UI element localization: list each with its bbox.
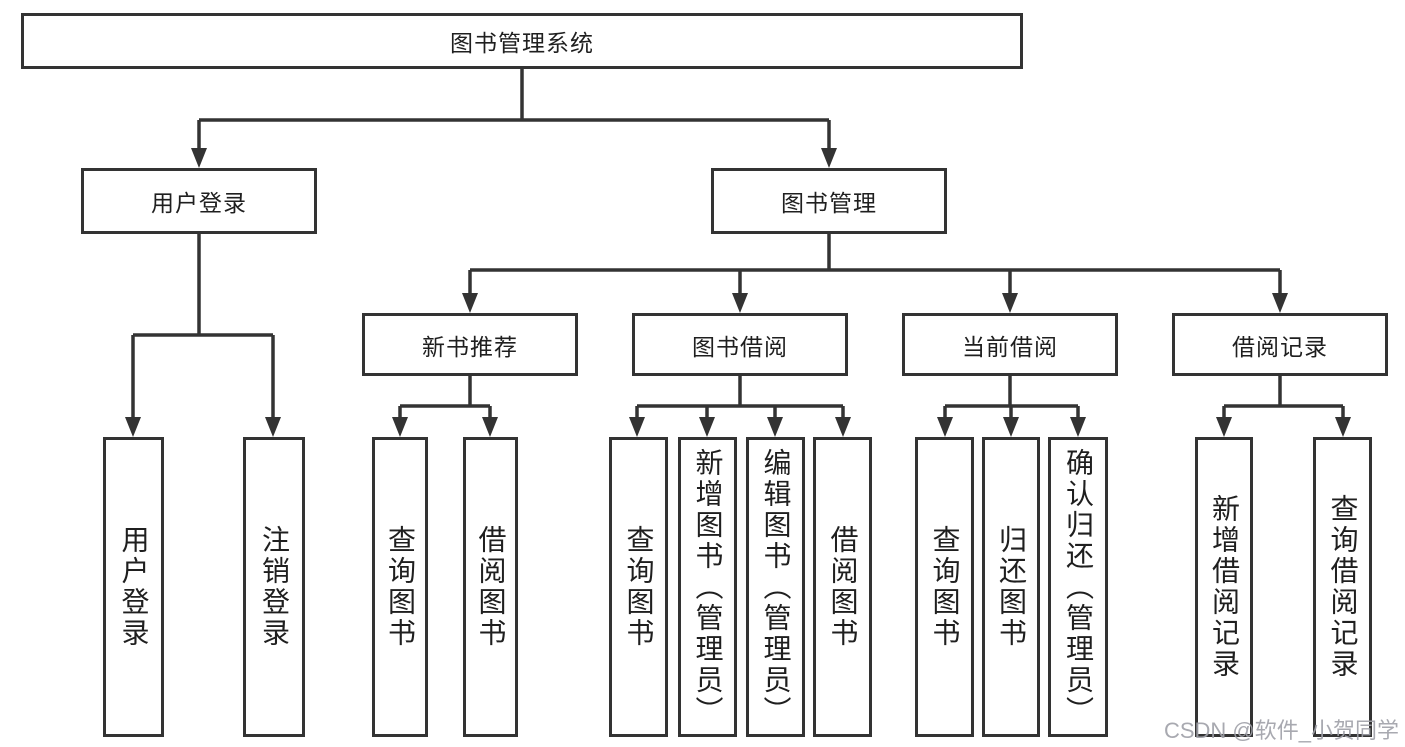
leaf-query-book-borrow: 查询图书 bbox=[609, 437, 668, 737]
leaf-borrow-book-recommend: 借阅图书 bbox=[463, 437, 518, 737]
node-borrow-records: 借阅记录 bbox=[1172, 313, 1388, 376]
edge-root-split bbox=[197, 69, 831, 150]
edge-bookborrow-split bbox=[635, 376, 845, 419]
node-book-management: 图书管理 bbox=[711, 168, 947, 234]
watermark-text: CSDN @软件_小贺同学 bbox=[1163, 718, 1399, 743]
node-label: 用户登录 bbox=[151, 190, 247, 216]
leaf-user-login: 用户登录 bbox=[103, 437, 164, 737]
leaf-add-borrow-record: 新增借阅记录 bbox=[1195, 437, 1253, 737]
node-book-borrow: 图书借阅 bbox=[632, 313, 848, 376]
node-label: 注销登录 bbox=[259, 525, 290, 649]
node-label: 图书管理 bbox=[781, 190, 877, 216]
leaf-logout: 注销登录 bbox=[243, 437, 305, 737]
leaf-query-borrow-record: 查询借阅记录 bbox=[1313, 437, 1372, 737]
node-label: 借阅图书 bbox=[827, 525, 859, 649]
leaf-edit-book-admin: 编辑图书（管理员） bbox=[746, 437, 805, 737]
node-label: 编辑图书（管理员） bbox=[760, 447, 792, 727]
node-label: 新书推荐 bbox=[422, 333, 518, 360]
leaf-query-book-current: 查询图书 bbox=[915, 437, 974, 737]
edge-newbook-split bbox=[398, 376, 492, 419]
node-label: 图书管理系统 bbox=[450, 30, 594, 56]
node-label: 当前借阅 bbox=[962, 333, 1058, 360]
node-user-login: 用户登录 bbox=[81, 168, 317, 234]
node-current-borrow: 当前借阅 bbox=[902, 313, 1118, 376]
edge-records-split bbox=[1222, 376, 1345, 419]
leaf-query-book-recommend: 查询图书 bbox=[372, 437, 428, 737]
node-label: 查询图书 bbox=[385, 525, 416, 649]
node-label: 查询图书 bbox=[929, 525, 961, 649]
node-label: 确认归还（管理员） bbox=[1063, 447, 1094, 727]
node-label: 查询图书 bbox=[623, 525, 655, 649]
leaf-add-book-admin: 新增图书（管理员） bbox=[678, 437, 737, 737]
edge-currentborrow-split bbox=[943, 376, 1080, 419]
node-new-book-recommend: 新书推荐 bbox=[362, 313, 578, 376]
leaf-confirm-return-admin: 确认归还（管理员） bbox=[1048, 437, 1108, 737]
node-root: 图书管理系统 bbox=[21, 13, 1023, 69]
node-label: 归还图书 bbox=[996, 525, 1027, 649]
node-label: 新增图书（管理员） bbox=[692, 447, 724, 727]
node-label: 用户登录 bbox=[118, 525, 150, 649]
node-label: 借阅图书 bbox=[475, 525, 507, 649]
node-label: 查询借阅记录 bbox=[1327, 494, 1359, 680]
leaf-return-book: 归还图书 bbox=[982, 437, 1040, 737]
node-label: 图书借阅 bbox=[692, 333, 788, 360]
edge-bookmgmt-split bbox=[468, 234, 1282, 295]
edge-userlogin-split bbox=[131, 234, 275, 419]
node-label: 新增借阅记录 bbox=[1209, 494, 1240, 680]
node-label: 借阅记录 bbox=[1232, 333, 1328, 360]
leaf-borrow-book: 借阅图书 bbox=[813, 437, 872, 737]
